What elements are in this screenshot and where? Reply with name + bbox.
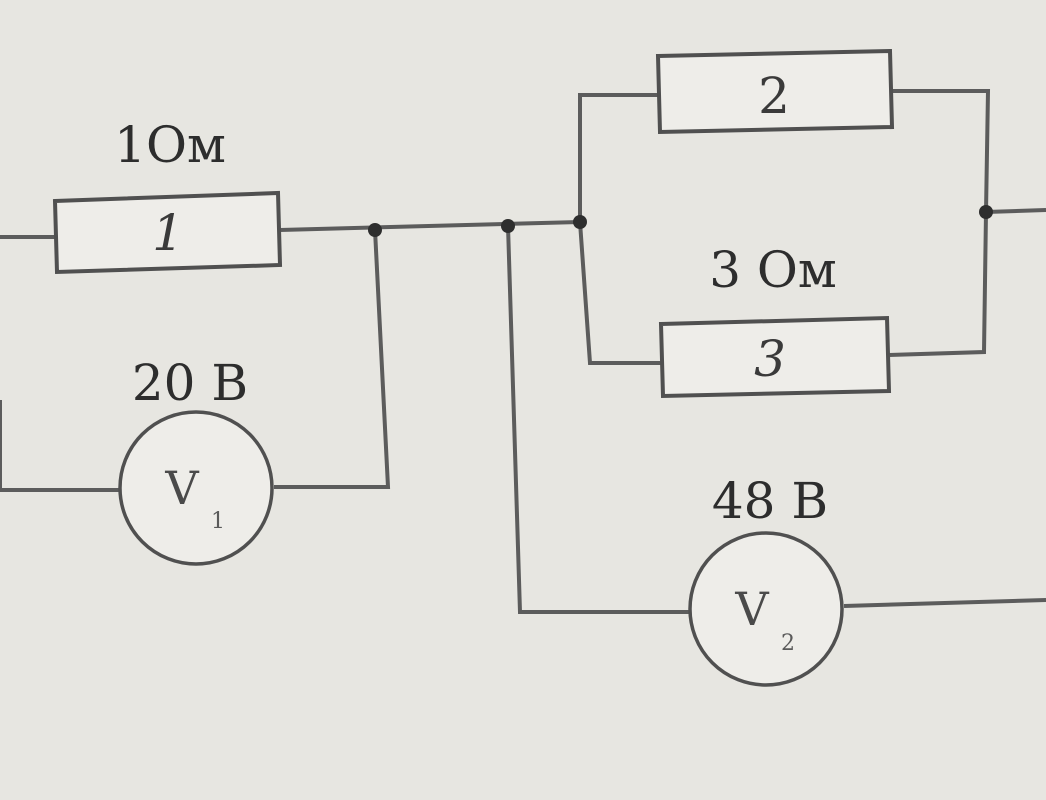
resistor-3-number: 3: [754, 330, 786, 388]
resistor-2: 2: [655, 48, 895, 135]
junction-node-3: [573, 215, 587, 229]
v2-reading-label: 48 В: [712, 472, 828, 530]
wire-v1-right: [274, 229, 391, 489]
voltmeter-1-letter: V: [164, 461, 199, 515]
voltmeter-1-body: [118, 410, 274, 566]
voltmeter-1: V 1: [118, 410, 274, 566]
resistor-1-body: [52, 190, 283, 275]
junction-node-4: [979, 205, 993, 219]
junction-node-2: [501, 219, 515, 233]
value-labels: 1Ом 3 Ом 20 В 48 В: [114, 116, 837, 530]
wire-branch-3-left: [578, 221, 663, 365]
resistor-2-body: [655, 48, 895, 135]
voltmeter-2-letter: V: [734, 582, 769, 636]
junctions: [368, 205, 993, 237]
wire-branch-2-right: [892, 89, 991, 213]
r3-resistance-label: 3 Ом: [709, 241, 837, 299]
voltmeter-2: V 2: [688, 531, 844, 687]
wire-right-exit: [985, 208, 1046, 214]
wire-v2-left: [506, 225, 690, 614]
wire-v2-right: [843, 598, 1046, 608]
v1-reading-label: 20 В: [132, 354, 248, 412]
wire-v1-left: [0, 400, 120, 492]
resistor-2-number: 2: [758, 67, 790, 125]
voltmeter-1-index: 1: [211, 509, 225, 534]
wire-branch-2-left: [578, 93, 660, 222]
resistor-1-number: 1: [152, 204, 184, 262]
r1-resistance-label: 1Ом: [114, 116, 226, 174]
resistor-1: 1: [52, 190, 283, 275]
wire-branch-3-right: [887, 211, 988, 357]
voltmeter-2-index: 2: [781, 631, 795, 656]
wires: [0, 89, 1046, 614]
junction-node-1: [368, 223, 382, 237]
resistor-3: 3: [658, 315, 892, 399]
voltmeter-2-body: [688, 531, 844, 687]
wire-main-line: [279, 220, 581, 232]
resistor-3-body: [658, 315, 892, 399]
